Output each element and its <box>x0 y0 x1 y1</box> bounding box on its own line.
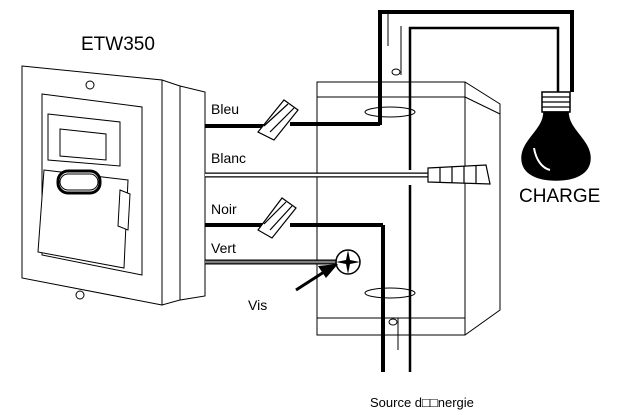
white-wire-label: Blanc <box>211 150 246 166</box>
box-side-top <box>464 96 501 115</box>
device-wallplate-edge <box>161 79 181 306</box>
wire-nut-white-icon <box>427 164 491 185</box>
device-window-inner <box>59 128 107 161</box>
junction-box <box>316 81 501 336</box>
box-internal-wires <box>378 110 412 298</box>
device-model-label: ETW350 <box>81 34 155 55</box>
neutral-wire-to-load <box>408 26 560 110</box>
hot-wire-to-load <box>378 10 574 120</box>
box-knockout-bottom <box>364 287 416 299</box>
box-knockout-top <box>364 106 416 118</box>
wire-nut-blue-icon <box>257 99 299 141</box>
screw-label: Vis <box>248 297 267 313</box>
plate-screw-bottom <box>75 290 85 300</box>
load-label: CHARGE <box>519 186 600 207</box>
device-button-inner <box>59 173 99 191</box>
load-circuit <box>378 10 574 120</box>
lamp-bulb <box>521 111 591 181</box>
black-wire-label: Noir <box>211 201 237 217</box>
lamp-icon <box>521 91 591 181</box>
device-side-detail <box>117 189 131 231</box>
green-wire-label: Vert <box>211 240 236 256</box>
power-source-label: Source d□□nergie <box>370 395 474 410</box>
wire-nut-black-icon <box>257 197 297 239</box>
plate-screw-top <box>85 80 95 90</box>
switch-device <box>21 65 206 306</box>
blue-wire-label: Bleu <box>211 101 239 117</box>
device-body-side <box>179 85 206 301</box>
blue-wire <box>205 122 380 128</box>
conduit-bottom-clip <box>388 318 398 326</box>
conduit-top-clip <box>391 68 401 76</box>
screw-pointer-arrow-icon <box>295 264 338 292</box>
box-outline <box>316 81 501 336</box>
ground-screw-icon <box>335 249 361 275</box>
device-button <box>56 169 102 195</box>
power-source-wires <box>381 295 412 372</box>
